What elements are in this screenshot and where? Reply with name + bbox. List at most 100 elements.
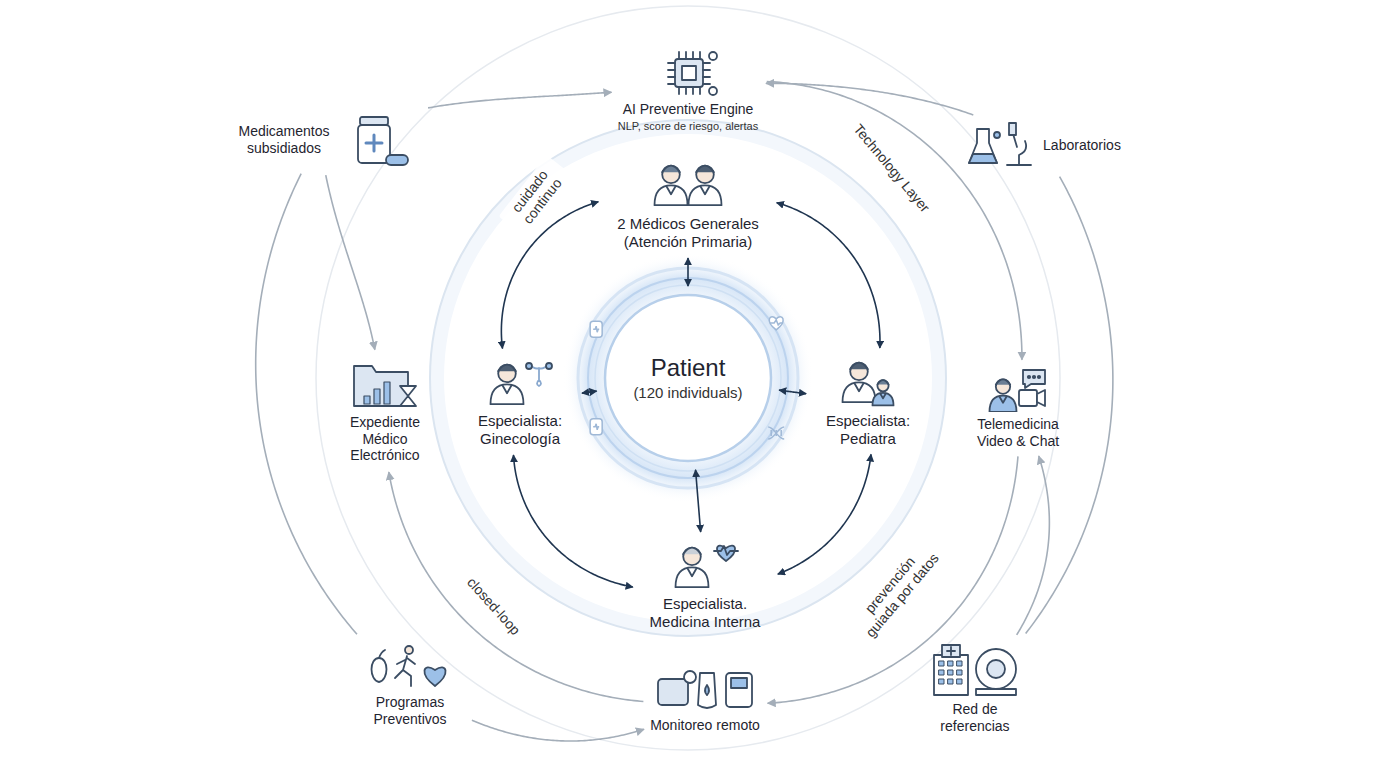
icon-shape: [1023, 370, 1045, 388]
icon-shape: [658, 671, 752, 708]
icon-shape: [354, 366, 416, 406]
icon-shape: [969, 154, 997, 163]
icon-shape: [676, 546, 739, 588]
icon-shape: [769, 317, 783, 330]
node-title: Expediente Médico Electrónico: [335, 414, 435, 464]
text-group: Patient(120 individuals): [633, 354, 742, 403]
text-group: Monitoreo remoto: [650, 717, 760, 734]
flow-arrow: [326, 175, 375, 350]
node-title: AI Preventive Engine: [618, 101, 758, 118]
icon-shape: [668, 62, 675, 64]
icon-shape: [662, 166, 680, 173]
icon-shape: [942, 645, 960, 657]
outer-ring: [316, 6, 1060, 750]
flow-arrow: [766, 83, 973, 115]
icon-shape: [948, 661, 953, 666]
icon-shape: [705, 685, 709, 695]
care-arrow: [778, 454, 871, 574]
icon-shape: [668, 69, 675, 71]
icon-shape: [969, 129, 997, 163]
service-node: Especialista: Pediatra: [813, 356, 923, 448]
text-group: Especialista: Pediatra: [813, 412, 923, 448]
icon-shape: [947, 647, 955, 655]
icon-shape: [703, 69, 710, 71]
node-title: Especialista: Ginecología: [465, 412, 575, 448]
icon-shape: [880, 394, 886, 399]
icon-shape: [1037, 390, 1045, 406]
patient-glow-ring: [578, 268, 798, 488]
text-group: Especialista. Medicina Interna: [639, 595, 771, 631]
icon-shape: [683, 548, 701, 555]
lab-icon: [967, 121, 1035, 169]
icon-shape: [491, 363, 553, 404]
icon-shape: [990, 396, 1017, 412]
icon-shape: [701, 187, 710, 195]
icon-shape: [775, 430, 777, 436]
prog-icon: [367, 642, 453, 690]
icon-shape: [364, 396, 370, 404]
icon-shape: [374, 389, 380, 404]
node-title: Laboratorios: [1043, 137, 1121, 154]
care-arrow: [779, 390, 806, 394]
node-title: Telemedicina Video & Chat: [963, 416, 1073, 450]
icon-shape: [668, 83, 675, 85]
service-node: Expediente Médico Electrónico: [335, 356, 435, 464]
icon-shape: [987, 660, 1005, 678]
icon-shape: [709, 87, 717, 95]
icon-shape: [366, 135, 382, 151]
icon-shape: [395, 656, 415, 686]
text-group: Telemedicina Video & Chat: [963, 416, 1073, 450]
icon-shape: [1028, 376, 1030, 378]
patient-glow-ring: [588, 278, 788, 478]
ped-icon: [837, 356, 899, 408]
icon-shape: [424, 668, 445, 687]
icon-shape: [683, 548, 701, 566]
icon-shape: [948, 679, 953, 684]
text-group: Medicamentos subsidiados: [220, 123, 348, 157]
icon-shape: [692, 87, 694, 94]
icon-shape: [934, 655, 968, 695]
icon-shape: [699, 87, 701, 94]
icon-shape: [877, 380, 888, 391]
icon-shape: [990, 370, 1046, 412]
icon-shape: [372, 646, 446, 686]
icon-shape: [770, 320, 783, 325]
icon-shape: [1009, 123, 1016, 135]
icon-shape: [873, 393, 894, 406]
icon-shape: [593, 424, 599, 430]
icon-shape: [957, 679, 962, 684]
icon-shape: [1038, 376, 1040, 378]
service-node: Telemedicina Video & Chat: [963, 366, 1073, 450]
icon-shape: [1033, 376, 1035, 378]
icon-shape: [605, 295, 771, 461]
node-title: 2 Médicos Generales (Atención Primaria): [606, 215, 771, 251]
text-group: Laboratorios: [1043, 137, 1121, 154]
icon-shape: [1019, 390, 1037, 406]
icon-shape: [703, 76, 710, 78]
icon-shape: [714, 546, 738, 555]
icon-shape: [696, 166, 714, 173]
tele-icon: [987, 366, 1049, 412]
icon-shape: [948, 670, 953, 675]
care-arrow: [513, 455, 632, 587]
icon-shape: [696, 166, 714, 184]
icon-shape: [400, 386, 416, 406]
icon-shape: [658, 679, 688, 705]
icon-shape: [684, 671, 696, 683]
doctors2-icon: [647, 159, 729, 211]
watch-symbol: [590, 321, 602, 337]
care-arrow: [582, 391, 597, 393]
text-group: Expediente Médico Electrónico: [335, 414, 435, 464]
dna-symbol: [768, 427, 784, 439]
icon-shape: [358, 125, 390, 163]
icon-shape: [593, 326, 599, 332]
icon-shape: [996, 380, 1010, 394]
icon-shape: [668, 52, 717, 95]
text-group: Red de referencias: [920, 701, 1030, 735]
monitor-icon: [654, 667, 756, 713]
icon-shape: [850, 363, 868, 370]
icon-shape: [698, 673, 716, 708]
icon-shape: [768, 427, 784, 439]
text-group: 2 Médicos Generales (Atención Primaria): [606, 215, 771, 251]
icon-shape: [386, 155, 408, 165]
